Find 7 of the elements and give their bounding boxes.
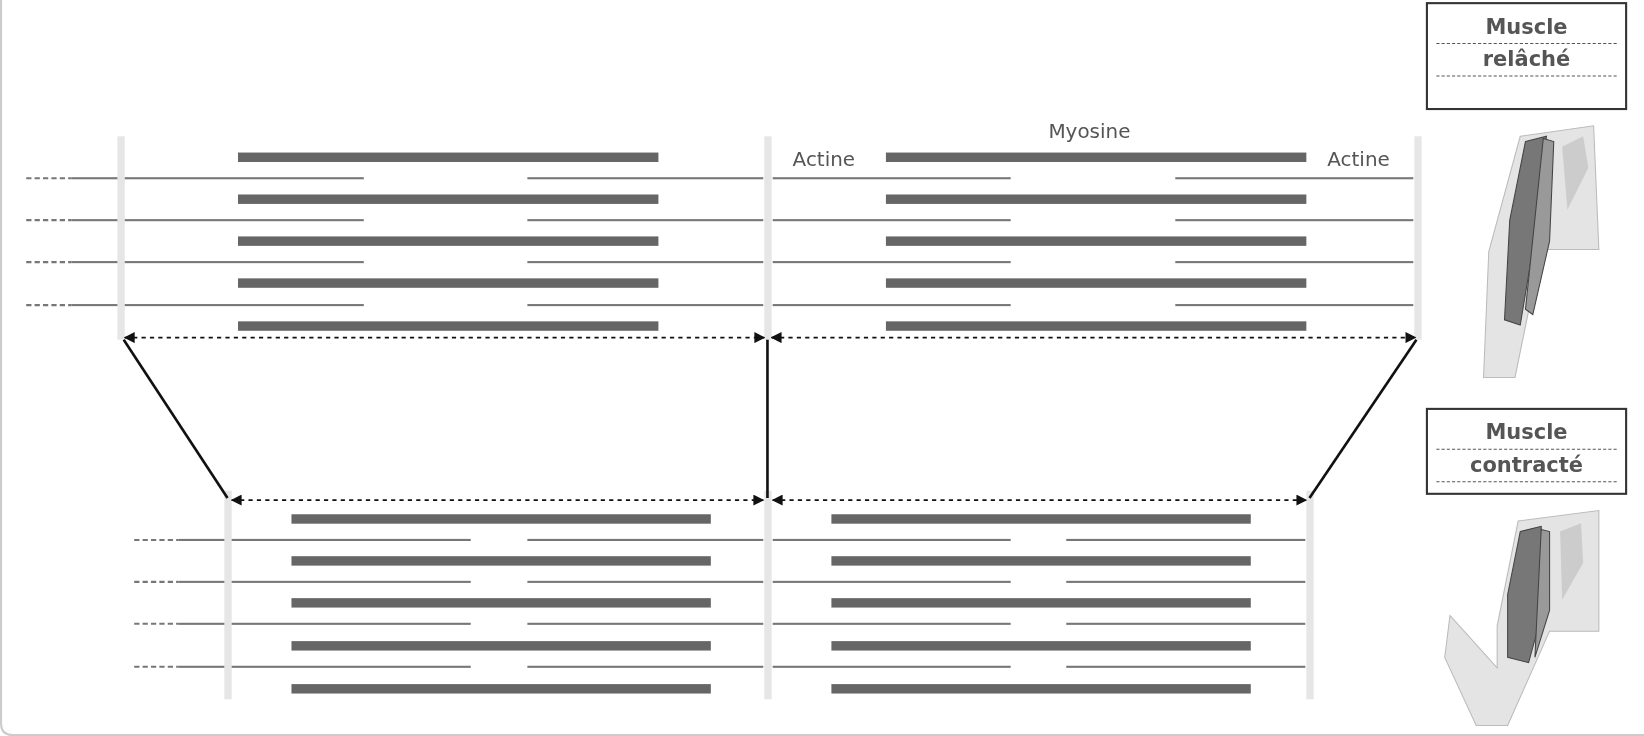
- myosin-label: Myosine: [1048, 119, 1131, 143]
- actin-label: Actine: [792, 146, 856, 170]
- state-box: [1425, 2, 1628, 111]
- state-label: Muscle relâché: [1481, 12, 1572, 74]
- actin-label: Actine: [1327, 146, 1390, 170]
- state-label: Muscle contracté: [1469, 418, 1584, 480]
- state-box: [1425, 407, 1628, 495]
